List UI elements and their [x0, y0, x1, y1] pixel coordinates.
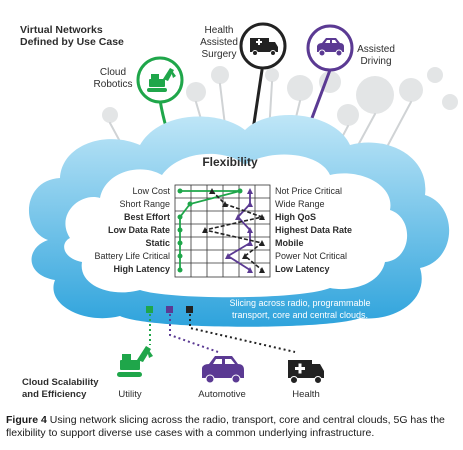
excavator-icon [117, 346, 153, 377]
left-attribute-label: Battery Life Critical [94, 251, 170, 261]
bottom-automotive: Automotive [198, 356, 246, 400]
cloud-title: Flexibility [202, 155, 258, 169]
slice-connectors [149, 314, 296, 353]
right-attribute-label: Mobile [275, 238, 304, 248]
slice-ports [146, 306, 193, 313]
right-attribute-label: Highest Data Rate [275, 225, 352, 235]
utility-slice-port [146, 306, 153, 313]
use-case-label-line: Health [205, 25, 234, 36]
header-title-line2: Defined by Use Case [20, 36, 124, 48]
use-case-label-line: Cloud [100, 67, 126, 78]
left-attribute-label: Low Cost [132, 186, 170, 196]
caption-text: Using network slicing across the radio, … [6, 414, 445, 439]
health-profile-line [202, 188, 265, 273]
slicing-line2: transport, core and central clouds. [232, 310, 368, 320]
left-attribute-labels: Low Cost Short Range Best Effort Low Dat… [94, 186, 170, 274]
left-attribute-label: Short Range [119, 199, 170, 209]
slicing-line1: Slicing across radio, programmable [229, 298, 370, 308]
bottom-item-label: Utility [118, 389, 141, 400]
use-case-label-line: Assisted [357, 44, 395, 55]
left-attribute-label: Best Effort [124, 212, 170, 222]
caption-label: Figure 4 [6, 414, 47, 426]
left-attribute-label: Low Data Rate [108, 225, 170, 235]
use-case-assisted-driving: Assisted Driving [306, 24, 395, 72]
right-attribute-label: Wide Range [275, 199, 325, 209]
bottom-item-label: Automotive [198, 389, 246, 400]
health-slice-port [186, 306, 193, 313]
right-attribute-label: Low Latency [275, 264, 330, 274]
network-slicing-diagram: Virtual Networks Defined by Use Case Clo… [20, 22, 458, 400]
ambulance-icon [250, 38, 278, 56]
bottom-utility: Utility [117, 346, 153, 400]
car-icon [202, 356, 244, 384]
use-case-label-line: Assisted [200, 37, 238, 48]
use-case-label-line: Surgery [201, 49, 236, 60]
ambulance-icon [288, 360, 324, 384]
left-attribute-label: High Latency [113, 264, 170, 274]
car-icon [317, 38, 344, 57]
bottom-item-label: Health [292, 389, 319, 400]
use-case-health-surgery: Health Assisted Surgery [200, 22, 287, 70]
left-attribute-label: Static [145, 238, 170, 248]
right-attribute-label: Power Not Critical [275, 251, 347, 261]
bottom-health: Health [288, 360, 324, 400]
bottom-title-line2: and Efficiency [22, 389, 87, 400]
use-case-label-line: Driving [360, 56, 391, 67]
right-attribute-label: Not Price Critical [275, 186, 342, 196]
background-bubbles [102, 66, 458, 126]
use-case-label-line: Robotics [94, 79, 133, 90]
figure-caption: Figure 4 Using network slicing across th… [6, 414, 458, 440]
right-attribute-labels: Not Price Critical Wide Range High QoS H… [275, 186, 352, 274]
bottom-title-line1: Cloud Scalability [22, 377, 99, 388]
use-case-cloud-robotics: Cloud Robotics [94, 56, 184, 104]
header-title-line1: Virtual Networks [20, 24, 103, 36]
automotive-slice-port [166, 306, 173, 313]
utility-profile-line [177, 188, 243, 273]
automotive-profile-line [225, 188, 253, 273]
excavator-icon [147, 68, 176, 92]
right-attribute-label: High QoS [275, 212, 316, 222]
